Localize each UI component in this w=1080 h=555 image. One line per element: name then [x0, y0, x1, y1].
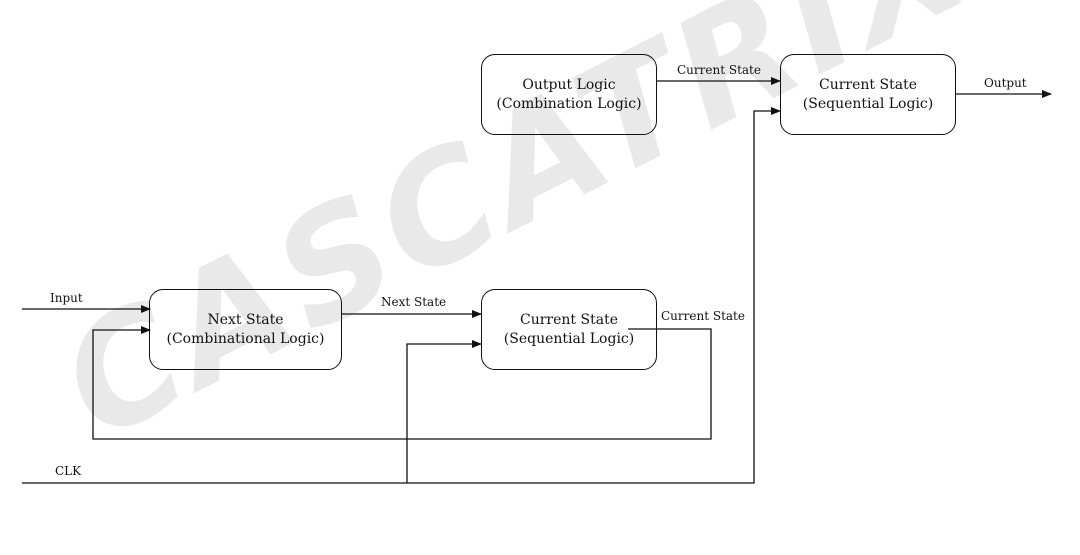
top-current-state-title: Current State: [819, 76, 917, 93]
bottom-current-state-subtitle: (Sequential Logic): [503, 330, 635, 347]
top-current-state-block: Current State (Sequential Logic): [780, 54, 956, 135]
current-state-top-label: Current State: [677, 63, 761, 77]
next-state-label: Next State: [381, 295, 447, 309]
next-state-title: Next State: [207, 311, 284, 328]
clk-label: CLK: [55, 464, 82, 478]
feedback-wire: [92, 326, 712, 440]
top-current-state-subtitle: (Sequential Logic): [802, 95, 934, 112]
current-state-bottom-label: Current State: [661, 309, 745, 323]
clk-branch-wire: [406, 340, 482, 483]
clk-wire: [22, 107, 781, 484]
output-logic-subtitle: (Combination Logic): [496, 95, 642, 112]
input-label: Input: [50, 291, 83, 305]
output-logic-block: Output Logic (Combination Logic): [481, 54, 657, 135]
bottom-current-state-title: Current State: [520, 311, 618, 328]
output-logic-title: Output Logic: [522, 76, 616, 93]
next-state-block: Next State (Combinational Logic): [149, 289, 342, 370]
bottom-current-state-block: Current State (Sequential Logic): [481, 289, 657, 370]
output-label: Output: [984, 76, 1027, 90]
next-state-subtitle: (Combinational Logic): [166, 330, 325, 347]
